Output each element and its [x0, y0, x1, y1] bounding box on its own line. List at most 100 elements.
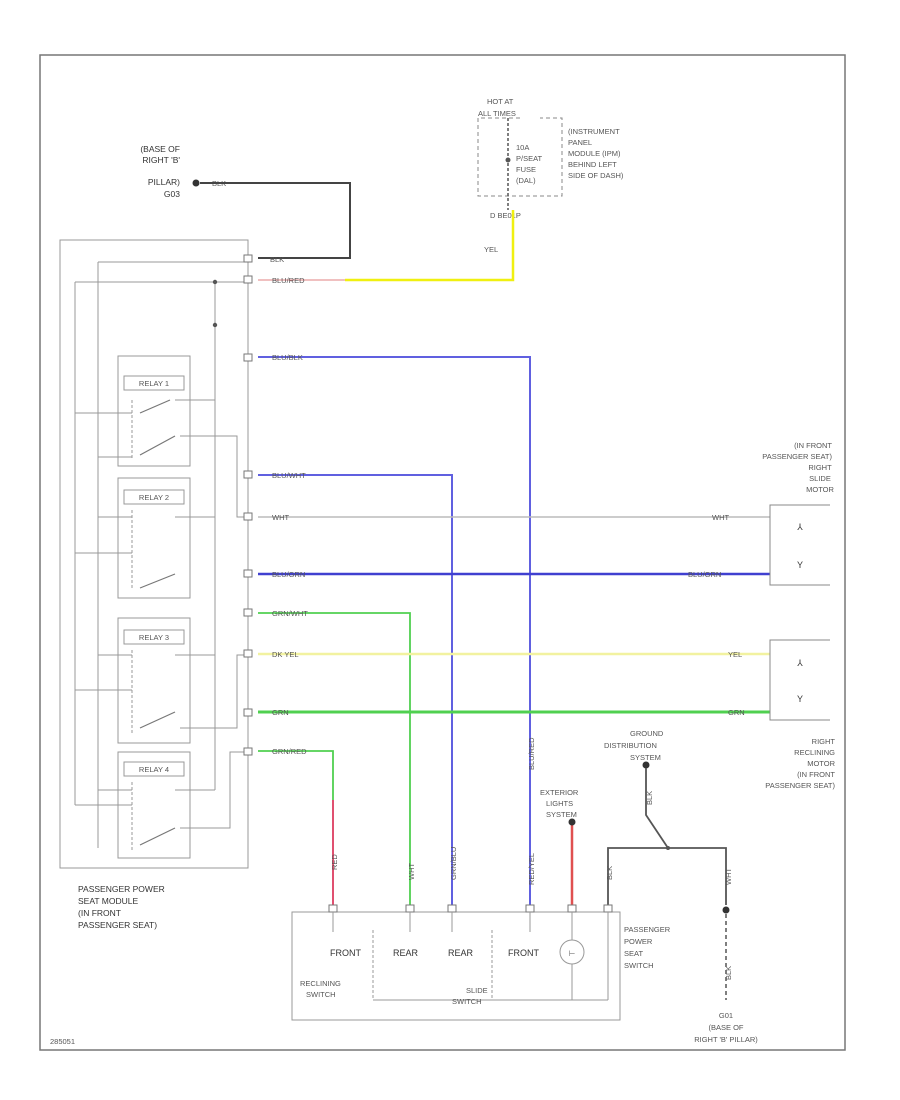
- wire-ground-dist: [645, 768, 669, 849]
- relay-1-out: [180, 435, 245, 518]
- recline-motor-label-3: (IN FRONT: [797, 770, 835, 779]
- vlabel-red: RED: [330, 854, 339, 870]
- slide-motor-label-1: PASSENGER SEAT): [762, 452, 832, 461]
- module-label-0: PASSENGER POWER: [78, 884, 165, 894]
- bus-node-b: [212, 322, 218, 328]
- wire-blu-wht: [258, 474, 453, 905]
- ground-dist-dot: [642, 761, 650, 769]
- relay-2-label: RELAY 2: [139, 493, 169, 502]
- vlabel-blk-g1: BLK: [724, 966, 733, 980]
- wire-label-blu-grn-right: BLU/GRN: [688, 570, 721, 579]
- fuse-label-3: (DAL): [516, 176, 536, 185]
- splice-label: D BE01P: [490, 211, 521, 220]
- relay-2-contact-b: [139, 573, 176, 589]
- slide-motor-arrow-up: ⅄: [796, 522, 803, 532]
- switch-rear1: REAR: [393, 948, 419, 958]
- switch-front2: FRONT: [508, 948, 539, 958]
- ipm-label-4: SIDE OF DASH): [568, 171, 624, 180]
- slide-motor-label-2: RIGHT: [808, 463, 832, 472]
- wire-label-blk-module: BLK: [270, 255, 284, 264]
- ground-g03: (BASE OF RIGHT 'B' PILLAR) G03 BLK: [140, 144, 351, 259]
- ground-g03-dot: [192, 179, 200, 187]
- recline-motor-arrow-down: Y: [797, 694, 803, 704]
- relay-3-out: [180, 654, 245, 729]
- ground-g01-top-dot: [722, 906, 730, 914]
- relay-3-contact-b: [139, 711, 176, 729]
- module-label-1: SEAT MODULE: [78, 896, 138, 906]
- switch-label-1: POWER: [624, 937, 653, 946]
- relay-4-coil: [123, 761, 185, 777]
- switch-light-glyph: ⊢: [569, 949, 576, 958]
- relay-4-out: [180, 751, 245, 829]
- ground-top-label-2: PILLAR): [148, 177, 180, 187]
- ground-dist-splice: [666, 846, 670, 850]
- module-pins: [243, 254, 253, 756]
- recline-motor: ⅄ Y RIGHT RECLINING MOTOR (IN FRONT PASS…: [765, 639, 836, 790]
- bus-node-a: [212, 279, 218, 285]
- ext-lights-dot: [568, 818, 576, 826]
- seat-switch: FRONT REAR REAR FRONT ⊢ RECLINING SWITCH…: [291, 904, 671, 1021]
- slide-motor-label-0: (IN FRONT: [794, 441, 832, 450]
- wire-label-blu-blk: BLU/BLK: [272, 353, 303, 362]
- relay-4-contact-b: [139, 827, 176, 846]
- seat-module-box: [59, 239, 249, 869]
- ipm-label-3: BEHIND LEFT: [568, 160, 617, 169]
- switch-front1: FRONT: [330, 948, 361, 958]
- wire-label-wht-right: WHT: [712, 513, 729, 522]
- wire-label-yel-right: YEL: [728, 650, 742, 659]
- wire-label-blu-red: BLU/RED: [272, 276, 305, 285]
- vlabel-blk-sw: BLK: [605, 866, 614, 880]
- recline-motor-label-0: RIGHT: [812, 737, 836, 746]
- bottom-ground-2: RIGHT 'B' PILLAR): [694, 1035, 758, 1044]
- switch-pins: [328, 904, 613, 913]
- slide-motor-arrow-down: Y: [797, 560, 803, 570]
- vlabel-wht: WHT: [407, 863, 416, 880]
- vlabel-blk-gd: BLK: [645, 791, 654, 805]
- slide-motor-box: [769, 504, 830, 586]
- relay-1-label: RELAY 1: [139, 379, 169, 388]
- bottom-ground-1: (BASE OF: [708, 1023, 743, 1032]
- ground-distribution: GROUND DISTRIBUTION SYSTEM: [604, 729, 727, 905]
- recline-motor-label-4: PASSENGER SEAT): [765, 781, 835, 790]
- ext-lights-label-2: SYSTEM: [546, 810, 577, 819]
- ipm-label-1: PANEL: [568, 138, 592, 147]
- bottom-ground-0: G01: [719, 1011, 733, 1020]
- wire-label-yel: YEL: [484, 245, 498, 254]
- relay-1-contact-c: [139, 399, 171, 414]
- recline-motor-arrow-up: ⅄: [796, 658, 803, 668]
- ground-top-label-1: RIGHT 'B': [142, 155, 180, 165]
- wire-label-dk-yel: DK YEL: [272, 650, 299, 659]
- hot-at-1: ALL TIMES: [478, 109, 516, 118]
- fuse-dot: [505, 157, 511, 163]
- ext-lights-label-0: EXTERIOR: [540, 788, 579, 797]
- wire-label-blu-grn-left: BLU/GRN: [272, 570, 305, 579]
- ground-g01: G01 (BASE OF RIGHT 'B' PILLAR): [694, 906, 758, 1044]
- relay-2: [117, 477, 191, 599]
- reclining-switch-0: RECLINING: [300, 979, 341, 988]
- vlabel-wht-r: WHT: [724, 868, 733, 885]
- wire-label-grn-red: GRN/RED: [272, 747, 307, 756]
- page-code: 285051: [50, 1037, 75, 1046]
- relay-2-coil: [123, 489, 185, 505]
- switch-label-3: SWITCH: [624, 961, 654, 970]
- ipm-fuse-group: HOT AT ALL TIMES 10A P/SEAT FUSE (DAL) (…: [345, 97, 624, 282]
- wire-label-wht-left: WHT: [272, 513, 289, 522]
- wire-blk-ground: [200, 182, 351, 259]
- wire-grn-red: [258, 750, 334, 800]
- diagram-frame: [39, 54, 846, 1051]
- slide-motor-label-4: MOTOR: [806, 485, 834, 494]
- recline-motor-label-2: MOTOR: [807, 759, 835, 768]
- ext-lights-label-1: LIGHTS: [546, 799, 573, 808]
- wire-switch-ground: [607, 847, 727, 905]
- relay-1: [117, 355, 191, 467]
- ground-top-label-0: (BASE OF: [140, 144, 180, 154]
- wire-grn-wht: [258, 612, 411, 905]
- relay-4-label: RELAY 4: [139, 765, 169, 774]
- exterior-lights: EXTERIOR LIGHTS SYSTEM: [540, 788, 579, 826]
- ground-top-label-3: G03: [164, 189, 180, 199]
- recline-motor-label-1: RECLINING: [794, 748, 835, 757]
- slide-switch-0: SLIDE: [466, 986, 488, 995]
- reclining-switch-1: SWITCH: [306, 990, 336, 999]
- ipm-label-0: (INSTRUMENT: [568, 127, 620, 136]
